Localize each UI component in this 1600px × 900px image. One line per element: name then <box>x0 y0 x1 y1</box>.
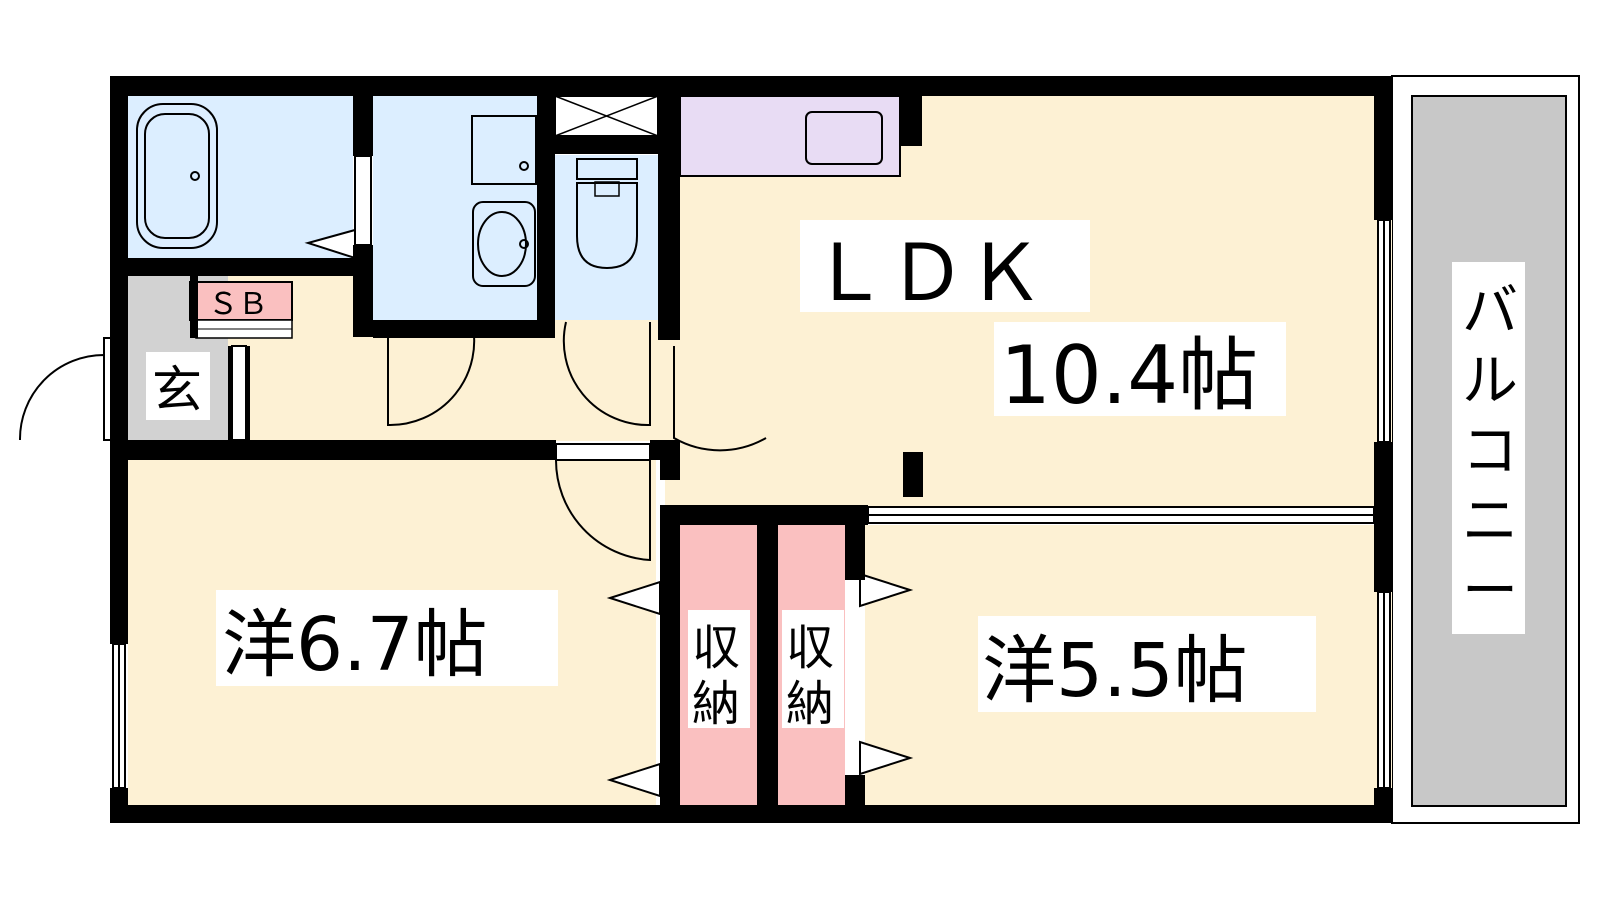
closet-door-2b <box>859 740 914 776</box>
room1-door <box>554 459 651 562</box>
storage-x-icon <box>554 95 659 137</box>
ldk-name: ＬＤＫ <box>810 229 1044 319</box>
balcony-label-5: ー <box>1462 559 1518 624</box>
entrance-door <box>18 354 105 441</box>
bathroom-area <box>128 96 353 258</box>
closet-1-label-a: 収 <box>692 620 740 676</box>
wash-basin-icon <box>472 201 536 287</box>
closet-2-label-a: 収 <box>786 620 834 676</box>
washroom-area <box>373 96 537 320</box>
toilet-door <box>562 321 651 427</box>
balcony-label-3: コ <box>1462 419 1518 484</box>
washroom-door <box>387 321 476 427</box>
ldk-size: 10.4帖 <box>1000 329 1258 422</box>
closet-1-label-b: 納 <box>692 676 740 732</box>
western-room-2-label: 洋5.5帖 <box>982 628 1248 714</box>
washing-machine-icon <box>471 115 537 185</box>
shoe-box-label: ＳＢ <box>208 287 268 322</box>
balcony-label-1: バ <box>1462 279 1518 344</box>
toilet-icon <box>576 158 638 270</box>
closet-2-label-b: 納 <box>786 676 834 732</box>
closet-door-2a <box>859 572 914 608</box>
balcony-label-4: ニ <box>1462 489 1518 554</box>
bathtub-icon <box>136 103 218 249</box>
windows <box>112 155 1391 789</box>
labels: ＬＤＫ 10.4帖 洋6.7帖 洋5.5帖 玄 ＳＢ 収 納 収 納 バ ル コ… <box>146 220 1518 732</box>
entrance-label: 玄 <box>152 361 202 419</box>
balcony <box>1391 75 1580 824</box>
balcony-label-2: ル <box>1462 349 1518 414</box>
fixtures <box>136 95 659 339</box>
sink-icon <box>805 111 883 165</box>
western-room-1-label: 洋6.7帖 <box>222 602 488 688</box>
